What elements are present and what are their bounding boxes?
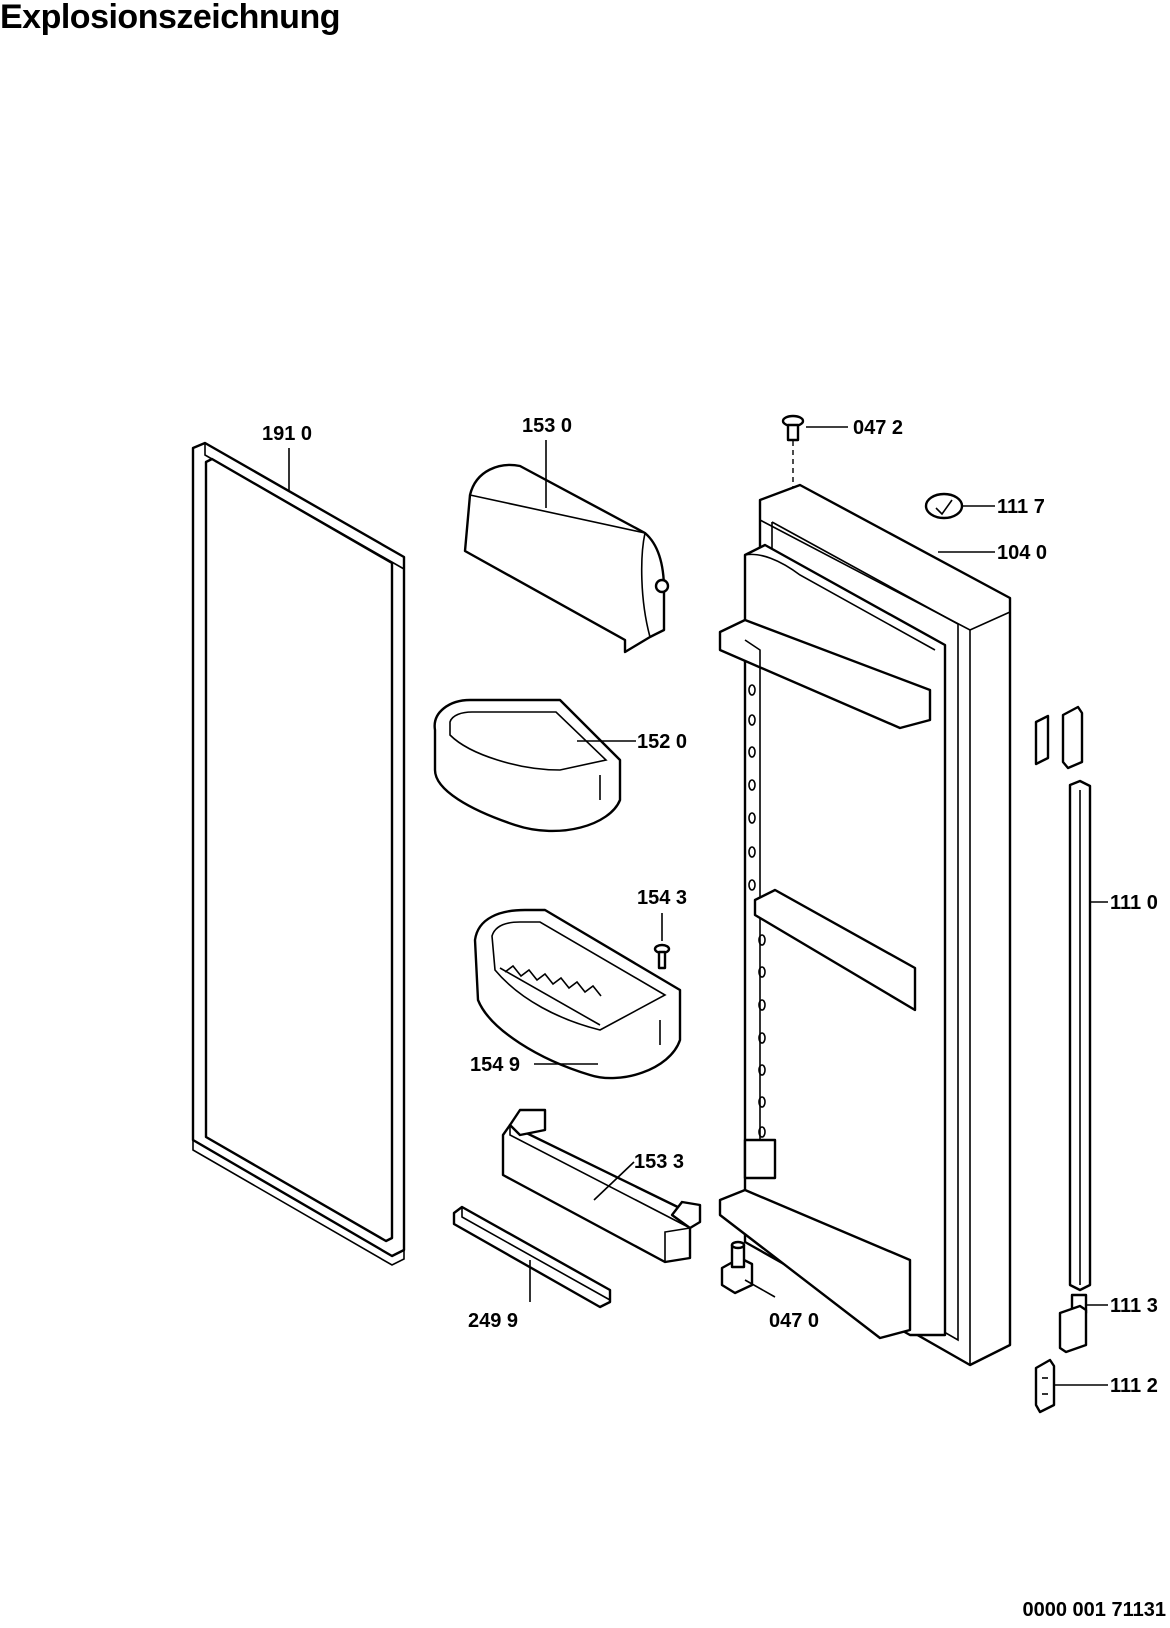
part-label-111-7: 111 7 xyxy=(997,496,1045,518)
part-label-152-0: 152 0 xyxy=(637,731,687,753)
part-label-249-9: 249 9 xyxy=(468,1310,518,1332)
bottle-retainer-bar-icon xyxy=(452,1205,612,1309)
part-label-153-0: 153 0 xyxy=(522,415,572,437)
part-label-154-3: 154 3 xyxy=(637,887,687,909)
door-panel-icon xyxy=(718,483,1012,1367)
document-number: 0000 001 71131 xyxy=(1022,1599,1167,1621)
bottom-hinge-bushing-icon xyxy=(720,1240,754,1295)
part-label-111-2: 111 2 xyxy=(1110,1375,1158,1397)
part-label-191-0: 191 0 xyxy=(262,423,312,445)
egg-tray-shelf-icon xyxy=(473,908,682,1080)
part-label-047-2: 047 2 xyxy=(853,417,903,439)
part-label-104-0: 104 0 xyxy=(997,542,1047,564)
handle-profile-icon xyxy=(1034,705,1092,1292)
butter-compartment-icon xyxy=(463,463,670,654)
part-label-153-3: 153 3 xyxy=(634,1151,684,1173)
leader-line xyxy=(744,1279,776,1298)
hinge-pin-icon xyxy=(781,414,805,442)
screw-icon xyxy=(653,943,671,970)
bottle-shelf-icon xyxy=(501,1108,702,1264)
handle-bracket-icon xyxy=(1034,1358,1056,1414)
handle-end-cap-icon xyxy=(1058,1293,1088,1354)
badge-plug-icon xyxy=(924,492,964,520)
door-hole-row xyxy=(748,684,766,1138)
door-gasket-icon xyxy=(191,441,406,1266)
leader-line xyxy=(593,1161,635,1201)
part-label-111-0: 111 0 xyxy=(1110,892,1158,914)
part-label-047-0: 047 0 xyxy=(769,1310,819,1332)
part-label-111-3: 111 3 xyxy=(1110,1295,1158,1317)
part-label-154-9: 154 9 xyxy=(470,1054,520,1076)
door-shelf-icon xyxy=(433,698,622,833)
page-title: Explosionszeichnung xyxy=(0,0,340,36)
